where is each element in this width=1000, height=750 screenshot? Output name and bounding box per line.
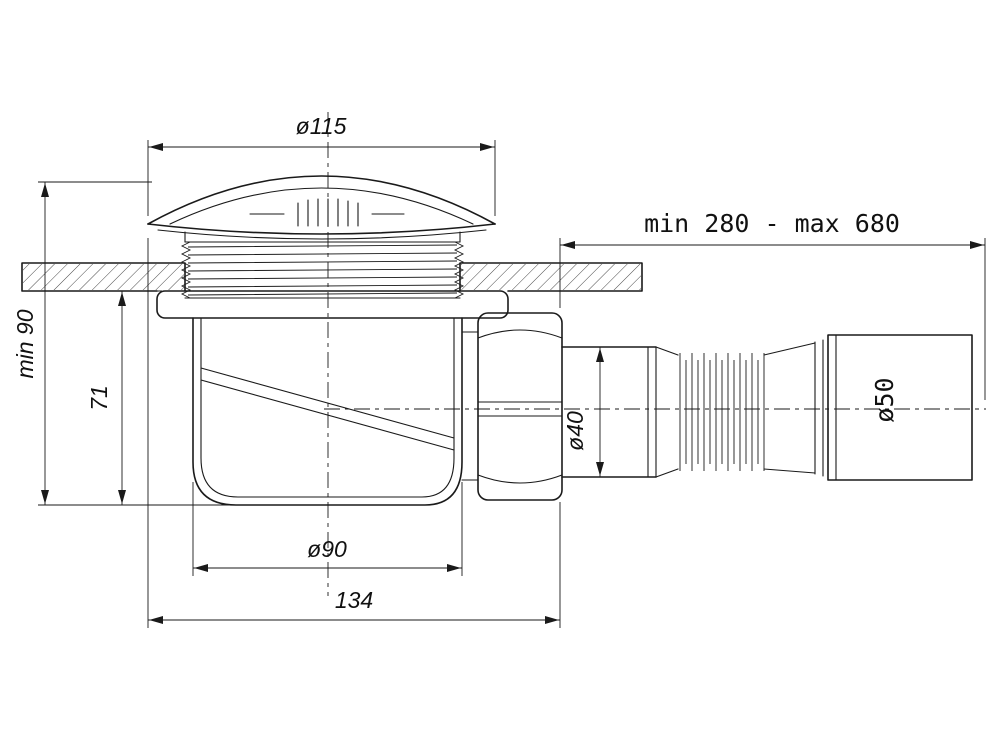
dim-trap-height-label: 71	[86, 385, 112, 411]
dim-trap-width-label: 134	[335, 587, 373, 613]
plate-hatch-right	[461, 264, 641, 290]
corrugated-hose	[655, 342, 816, 478]
trap-body	[192, 317, 463, 506]
cap-rim	[147, 223, 496, 235]
cap-vent-slits	[249, 198, 405, 227]
dim-extension-lines	[147, 140, 496, 216]
dim-trap-width: 134	[147, 238, 561, 628]
dim-outlet-diameter-label: ø40	[562, 411, 588, 451]
nut-mid-band	[477, 401, 563, 417]
hose-tail	[763, 342, 816, 474]
plate-hatch-left	[23, 264, 184, 290]
connector-rings	[814, 339, 824, 477]
nut-chamfer-arcs	[477, 329, 563, 484]
dim-connector-diameter: ø50	[870, 377, 899, 422]
thread-neck	[184, 231, 461, 243]
dim-cap-diameter-label: ø115	[296, 113, 347, 139]
hose-corrugations	[679, 353, 765, 471]
body-inner-funnel	[200, 367, 455, 451]
dim-installation-depth: min 90	[12, 181, 230, 506]
connector-cylinder	[827, 334, 973, 481]
shower-tray-plate	[21, 262, 643, 292]
hose-cone	[655, 346, 679, 478]
end-connector	[814, 334, 973, 481]
thread-crests	[187, 244, 458, 296]
dim-extension-lines	[559, 238, 986, 400]
centerlines	[324, 112, 986, 596]
flange	[156, 290, 509, 319]
dim-body-diameter-label: ø90	[307, 536, 347, 562]
thread-left-edge	[180, 241, 192, 299]
dim-connector-diameter-label: ø50	[870, 377, 899, 422]
outlet-pipe	[561, 346, 657, 478]
body-inner-wall	[200, 317, 455, 498]
dim-hose-length-label: min 280 - max 680	[644, 209, 900, 238]
outlet-stub	[461, 331, 479, 481]
pipe-walls	[561, 346, 657, 478]
dim-extension-lines	[192, 482, 463, 576]
pipe-end-coupling	[647, 346, 657, 478]
dim-hose-length: min 280 - max 680	[559, 209, 986, 400]
flange-outline	[156, 290, 509, 319]
thread-right-edge	[453, 241, 465, 299]
body-outer-wall	[192, 317, 463, 506]
union-nut	[461, 312, 563, 501]
dim-arrows	[596, 348, 604, 476]
thread	[180, 231, 465, 299]
dim-body-diameter: ø90	[192, 482, 463, 576]
dim-extension-lines	[147, 238, 561, 628]
dome-cap	[147, 175, 496, 240]
dim-outlet-diameter: ø40	[562, 347, 604, 477]
cap-inner-arc	[169, 187, 474, 225]
cap-outer-arc	[147, 175, 496, 225]
nut-outline	[477, 312, 563, 501]
dim-installation-depth-label: min 90	[12, 309, 38, 378]
thread-bounds	[184, 241, 461, 299]
dim-trap-height: 71	[86, 290, 162, 505]
cap-rim-lower	[157, 229, 487, 240]
dim-cap-diameter: ø115	[147, 113, 496, 216]
dim-extension-lines	[38, 181, 230, 506]
